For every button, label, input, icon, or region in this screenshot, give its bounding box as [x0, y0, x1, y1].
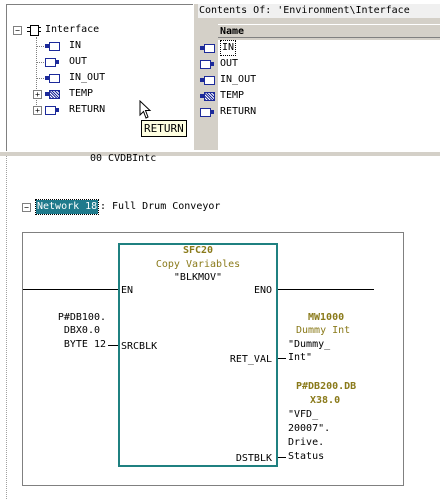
tree-collapse-toggle[interactable]: − — [13, 26, 22, 35]
dstblk-symbol[interactable]: Drive. — [288, 437, 325, 448]
tree-connector-line — [36, 46, 44, 47]
network-title[interactable]: : Full Drum Conveyor — [100, 201, 221, 212]
block-name: SFC20 — [182, 245, 214, 256]
contents-pane: Contents Of: 'Environment\Interface Name… — [198, 4, 440, 150]
list-item-out[interactable]: OUT — [200, 56, 440, 72]
tree-expand-toggle[interactable]: + — [33, 90, 42, 99]
param-inout-icon — [200, 75, 216, 85]
dstblk-wire — [276, 457, 286, 458]
tree-item-label: OUT — [69, 56, 88, 67]
contents-list[interactable]: IN OUT IN_OUT TEMP RETURN — [200, 40, 440, 150]
ret-val-wire — [276, 358, 286, 359]
en-wire — [23, 289, 118, 290]
param-inout-icon — [45, 73, 61, 83]
param-in-icon — [200, 43, 216, 53]
list-item-in-out[interactable]: IN_OUT — [200, 72, 440, 88]
mouse-cursor-icon — [139, 100, 152, 119]
ladder-editor[interactable]: 00 CVDBIntc − Network 18 : Full Drum Con… — [0, 153, 440, 499]
pin-dstblk: DSTBLK — [235, 453, 272, 464]
dstblk-address[interactable]: P#DB200.DB — [296, 381, 357, 392]
param-return-icon — [200, 107, 216, 117]
contents-title: Contents Of: 'Environment\Interface — [198, 4, 440, 18]
network-collapse-toggle[interactable]: − — [22, 203, 31, 212]
srcblk-operand-line[interactable]: BYTE 12 — [63, 339, 106, 350]
margin-line — [6, 156, 7, 499]
block-mnemonic: "BLKMOV" — [173, 272, 223, 283]
interface-icon — [27, 24, 41, 36]
tree-item-label: RETURN — [69, 104, 106, 115]
network-frame — [22, 232, 404, 486]
list-item-label: OUT — [220, 58, 239, 69]
tree-expand-toggle[interactable]: + — [33, 106, 42, 115]
tree-item-label: IN — [69, 40, 82, 51]
column-header-name[interactable]: Name — [218, 24, 440, 38]
param-temp-icon — [45, 89, 61, 99]
tree-connector-line — [36, 78, 44, 79]
srcblk-operand-line[interactable]: DBX0.0 — [63, 325, 100, 336]
pin-eno: ENO — [253, 285, 272, 296]
ret-val-address[interactable]: MW1000 — [308, 312, 345, 323]
tree-item-label: TEMP — [69, 88, 94, 99]
dstblk-symbol[interactable]: "VFD_ — [288, 409, 319, 420]
interface-tree-pane[interactable]: − Interface IN OUT IN_OUT + TEMP + R — [6, 4, 193, 151]
dstblk-address[interactable]: X38.0 — [310, 395, 341, 406]
dstblk-symbol[interactable]: 20007". — [288, 423, 331, 434]
tooltip: RETURN — [141, 120, 187, 137]
tree-connector-line — [36, 37, 37, 111]
list-item-label: RETURN — [220, 106, 257, 117]
list-item-label: TEMP — [220, 90, 245, 101]
list-item-temp[interactable]: TEMP — [200, 88, 440, 104]
block-description: Copy Variables — [155, 259, 241, 270]
param-temp-icon — [200, 91, 216, 101]
pin-srcblk: SRCBLK — [121, 341, 158, 352]
list-item-label: IN_OUT — [220, 74, 257, 85]
pin-ret-val: RET_VAL — [229, 354, 272, 365]
sfc20-block[interactable]: SFC20 Copy Variables "BLKMOV" EN ENO SRC… — [118, 243, 278, 467]
ret-val-comment: Dummy Int — [296, 325, 351, 336]
param-out-icon — [45, 57, 61, 67]
list-item-return[interactable]: RETURN — [200, 104, 440, 120]
list-item-in[interactable]: IN — [200, 40, 440, 56]
tree-item-label: Interface — [45, 24, 100, 35]
param-out-icon — [200, 59, 216, 69]
eno-wire — [276, 289, 374, 290]
param-return-icon — [45, 105, 61, 115]
ret-val-symbol[interactable]: Int" — [288, 352, 313, 363]
network-label[interactable]: Network 18 — [34, 199, 100, 215]
dstblk-symbol[interactable]: Status — [288, 451, 325, 462]
pin-en: EN — [121, 285, 134, 296]
list-item-label: IN — [220, 40, 237, 56]
srcblk-operand-line[interactable]: P#DB100. — [57, 312, 106, 323]
previous-network-stub: 00 CVDBIntc — [90, 153, 157, 164]
tree-connector-line — [36, 62, 44, 63]
param-in-icon — [45, 41, 61, 51]
tree-item-label: IN_OUT — [69, 72, 106, 83]
ret-val-symbol[interactable]: "Dummy_ — [288, 339, 331, 350]
srcblk-wire — [108, 345, 118, 346]
